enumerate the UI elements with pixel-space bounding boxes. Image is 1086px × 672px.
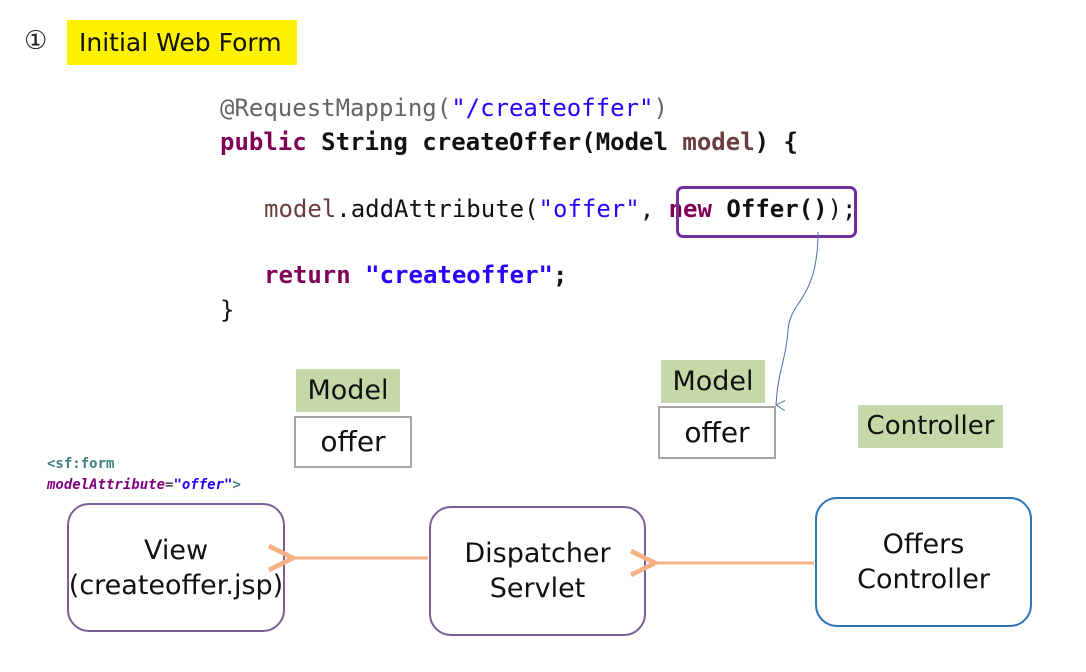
sf-form-snippet: <sf:form modelAttribute="offer"> [47, 456, 241, 493]
dispatcher-servlet-node: Dispatcher Servlet [429, 506, 646, 636]
step-number: ① [24, 26, 48, 56]
dispatcher-node-line2: Servlet [489, 573, 586, 604]
new-offer-highlight [676, 186, 857, 238]
code-keyword-new: new [668, 195, 712, 223]
code-block: @RequestMapping("/createoffer") public S… [220, 94, 856, 324]
code-offer-constructor: Offer() [711, 195, 828, 223]
offer-box-left: offer [294, 416, 412, 468]
code-line-3: model.addAttribute("offer", new Offer())… [264, 195, 856, 223]
code-receiver: model [264, 195, 337, 223]
sf-form-tag: <sf:form [47, 456, 115, 472]
code-annotation-close: ) [653, 94, 668, 122]
offer-box-right: offer [658, 406, 776, 459]
offers-controller-node: Offers Controller [815, 497, 1032, 627]
offers-node-line1: Offers [882, 529, 965, 560]
code-param-model: model [682, 128, 755, 156]
code-add-attribute: .addAttribute( [336, 195, 539, 223]
sf-form-attr-name: modelAttribute [47, 477, 166, 493]
sf-form-attr-value: "offer" [173, 477, 233, 493]
code-annotation: @RequestMapping( [220, 94, 452, 122]
view-node: View (createoffer.jsp) [67, 503, 285, 632]
sf-form-tag-close: > [232, 477, 241, 493]
code-return-type: String [306, 128, 423, 156]
code-closing-brace: } [220, 296, 235, 324]
view-node-title: View [143, 534, 209, 566]
code-return-value: "createoffer" [365, 261, 553, 289]
code-keyword-public: public [220, 128, 307, 156]
model-label-right: Model [661, 360, 765, 403]
model-label-left: Model [296, 369, 400, 412]
arrow-new-offer-to-model [774, 231, 819, 411]
code-statement-end: ); [827, 195, 857, 223]
code-line-4: return "createoffer"; [264, 261, 567, 289]
code-comma: , [639, 195, 669, 223]
code-keyword-return: return [264, 261, 351, 289]
controller-label: Controller [858, 405, 1003, 448]
code-line-5: } [220, 296, 234, 324]
code-attribute-key: "offer" [538, 195, 640, 223]
offers-node-line2: Controller [857, 564, 990, 595]
section-title: Initial Web Form [67, 20, 297, 65]
code-signature-tail: ) { [754, 128, 798, 156]
code-line-2: public String createOffer(Model model) { [220, 128, 798, 156]
code-line-1: @RequestMapping("/createoffer") [220, 94, 668, 122]
code-return-end: ; [553, 261, 568, 289]
code-method-signature: createOffer(Model [422, 128, 683, 156]
view-node-file: (createoffer.jsp) [68, 569, 284, 601]
dispatcher-node-line1: Dispatcher [464, 538, 611, 569]
code-mapping-path: "/createoffer" [451, 94, 654, 122]
